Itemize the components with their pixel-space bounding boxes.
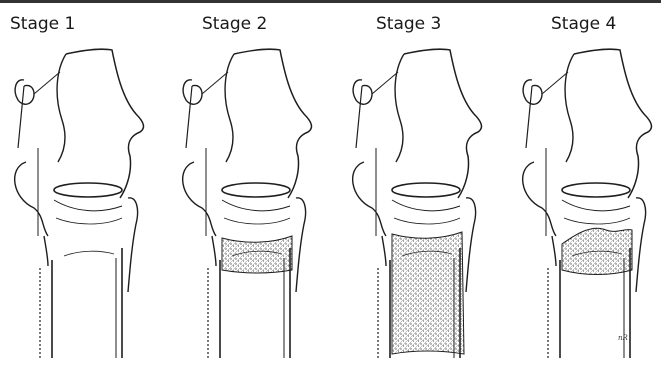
stage-2-illustration [183,49,312,358]
stage-4-label: Stage 4 [551,14,616,34]
stenosis-region [562,228,632,274]
stenosis-region [222,236,292,273]
top-rule [0,0,661,3]
stage-1-illustration [15,49,144,358]
stage-1-label: Stage 1 [10,14,75,34]
stenosis-region [392,232,464,354]
larynx-illustrations [0,48,661,358]
stage-4-illustration [523,49,652,358]
stage-labels: Stage 1 Stage 2 Stage 3 Stage 4 [0,14,661,38]
stage-2-label: Stage 2 [202,14,267,34]
artist-signature: nR [618,334,628,342]
stage-3-label: Stage 3 [376,14,441,34]
stage-3-illustration [353,49,482,358]
